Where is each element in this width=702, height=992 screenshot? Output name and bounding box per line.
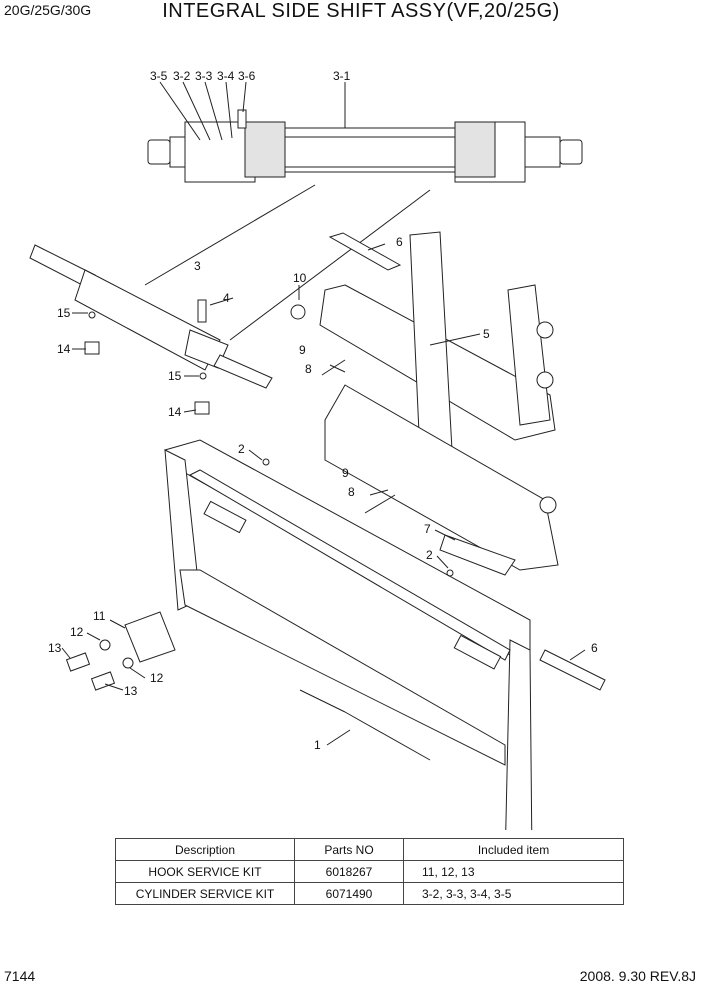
callout-13-b: 13 — [124, 684, 138, 698]
page-number: 7144 — [4, 968, 36, 984]
row-parts-no: 6018267 — [294, 860, 404, 883]
callout-3-1: 3-1 — [333, 69, 351, 83]
callout-1: 1 — [314, 738, 321, 752]
callout-8-b: 8 — [348, 485, 355, 499]
table-row: CYLINDER SERVICE KIT 6071490 3-2, 3-3, 3… — [115, 882, 624, 905]
hook-assembly — [65, 611, 176, 691]
callout-8-a: 8 — [305, 362, 312, 376]
callout-14-a: 14 — [57, 342, 71, 356]
callout-10: 10 — [293, 271, 307, 285]
callout-3-2: 3-2 — [173, 69, 191, 83]
callout-12-b: 12 — [150, 671, 164, 685]
page-title: INTEGRAL SIDE SHIFT ASSY(VF,20/25G) — [162, 0, 560, 22]
callout-15-a: 15 — [57, 306, 71, 320]
table-row: HOOK SERVICE KIT 6018267 11, 12, 13 — [115, 860, 624, 883]
callout-3: 3 — [194, 259, 201, 273]
revision-stamp: 2008. 9.30 REV.8J — [579, 968, 696, 984]
side-shifter-lower — [324, 384, 559, 576]
callout-2-a: 2 — [238, 442, 245, 456]
callout-6-bottom: 6 — [591, 641, 598, 655]
exploded-parts-diagram: 3-5 3-2 3-3 3-4 3-6 3-1 3 6 10 4 5 15 14… — [29, 69, 606, 830]
callout-5: 5 — [483, 327, 490, 341]
callout-9-a: 9 — [299, 343, 306, 357]
row-included-item: 11, 12, 13 — [403, 860, 624, 883]
callout-13-a: 13 — [48, 641, 62, 655]
cylinder-cross-section — [147, 109, 583, 183]
callout-11: 11 — [93, 609, 106, 623]
col-parts-no: Parts NO — [294, 838, 404, 861]
callout-4: 4 — [223, 291, 230, 305]
cylinder-assembly — [29, 244, 273, 389]
callout-7: 7 — [424, 522, 431, 536]
col-description: Description — [115, 838, 295, 861]
callout-3-6: 3-6 — [238, 69, 256, 83]
model-number: 20G/25G/30G — [4, 2, 92, 18]
fork-carriage-frame — [164, 439, 533, 830]
callout-15-b: 15 — [168, 369, 182, 383]
callout-2-b: 2 — [426, 548, 433, 562]
callout-3-3: 3-3 — [195, 69, 213, 83]
row-description: CYLINDER SERVICE KIT — [115, 882, 295, 905]
table-header-row: Description Parts NO Included item — [115, 838, 624, 861]
row-parts-no: 6071490 — [294, 882, 404, 905]
service-kit-table: Description Parts NO Included item HOOK … — [115, 838, 624, 905]
callout-3-5: 3-5 — [150, 69, 168, 83]
callout-labels: 3-5 3-2 3-3 3-4 3-6 3-1 3 6 10 4 5 15 14… — [48, 69, 598, 752]
callout-3-4: 3-4 — [217, 69, 235, 83]
col-included-item: Included item — [403, 838, 624, 861]
row-included-item: 3-2, 3-3, 3-4, 3-5 — [403, 882, 624, 905]
callout-9-b: 9 — [342, 466, 349, 480]
row-description: HOOK SERVICE KIT — [115, 860, 295, 883]
callout-14-b: 14 — [168, 405, 182, 419]
callout-6-top: 6 — [396, 235, 403, 249]
callout-12-a: 12 — [70, 625, 84, 639]
